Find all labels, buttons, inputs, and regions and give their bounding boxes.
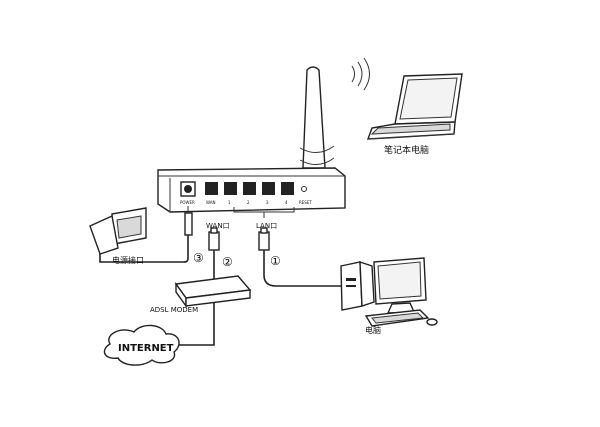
laptop-label: 笔记本电脑: [384, 144, 429, 156]
lan-port-label-2: 2: [247, 200, 250, 205]
step-3-marker: ③: [193, 251, 204, 265]
power-port-label: POWER: [180, 200, 195, 205]
antenna-icon: [299, 66, 335, 169]
power-adapter-icon: [89, 207, 147, 263]
step-2-marker: ②: [222, 255, 233, 269]
internet-cloud-icon: [103, 324, 180, 366]
modem-label: ADSL MODEM: [150, 306, 198, 314]
wan-port-label: WAN: [206, 200, 215, 205]
lan-port-4: [281, 182, 294, 195]
lan-port-label-3: 3: [266, 200, 269, 205]
lan-port-2: [243, 182, 256, 195]
lan-label: LAN口: [256, 222, 277, 230]
lan-port-label-1: 1: [228, 200, 231, 205]
lan-port-1: [224, 182, 237, 195]
power-adapter-label: 电源接口: [112, 255, 144, 265]
router-ports: [205, 182, 294, 195]
reset-button: [301, 186, 307, 192]
desktop-computer-icon: [340, 257, 438, 327]
desktop-label: 电脑: [365, 325, 381, 335]
wan-port: [205, 182, 218, 195]
reset-label: RESET: [299, 200, 312, 205]
power-plug-icon: [140, 206, 193, 263]
lan-port-label-4: 4: [285, 200, 288, 205]
lan-plug-icon: [258, 227, 344, 287]
step-1-marker: ①: [270, 254, 281, 268]
modem-icon: [174, 275, 252, 309]
lan-port-3: [262, 182, 275, 195]
laptop-icon: [366, 73, 463, 140]
internet-label: INTERNET: [118, 343, 174, 354]
wan-label: WAN口: [206, 222, 230, 230]
wifi-signal-icon: [351, 57, 370, 91]
router: POWER WAN 1 2 3 4 RESET: [157, 167, 346, 213]
